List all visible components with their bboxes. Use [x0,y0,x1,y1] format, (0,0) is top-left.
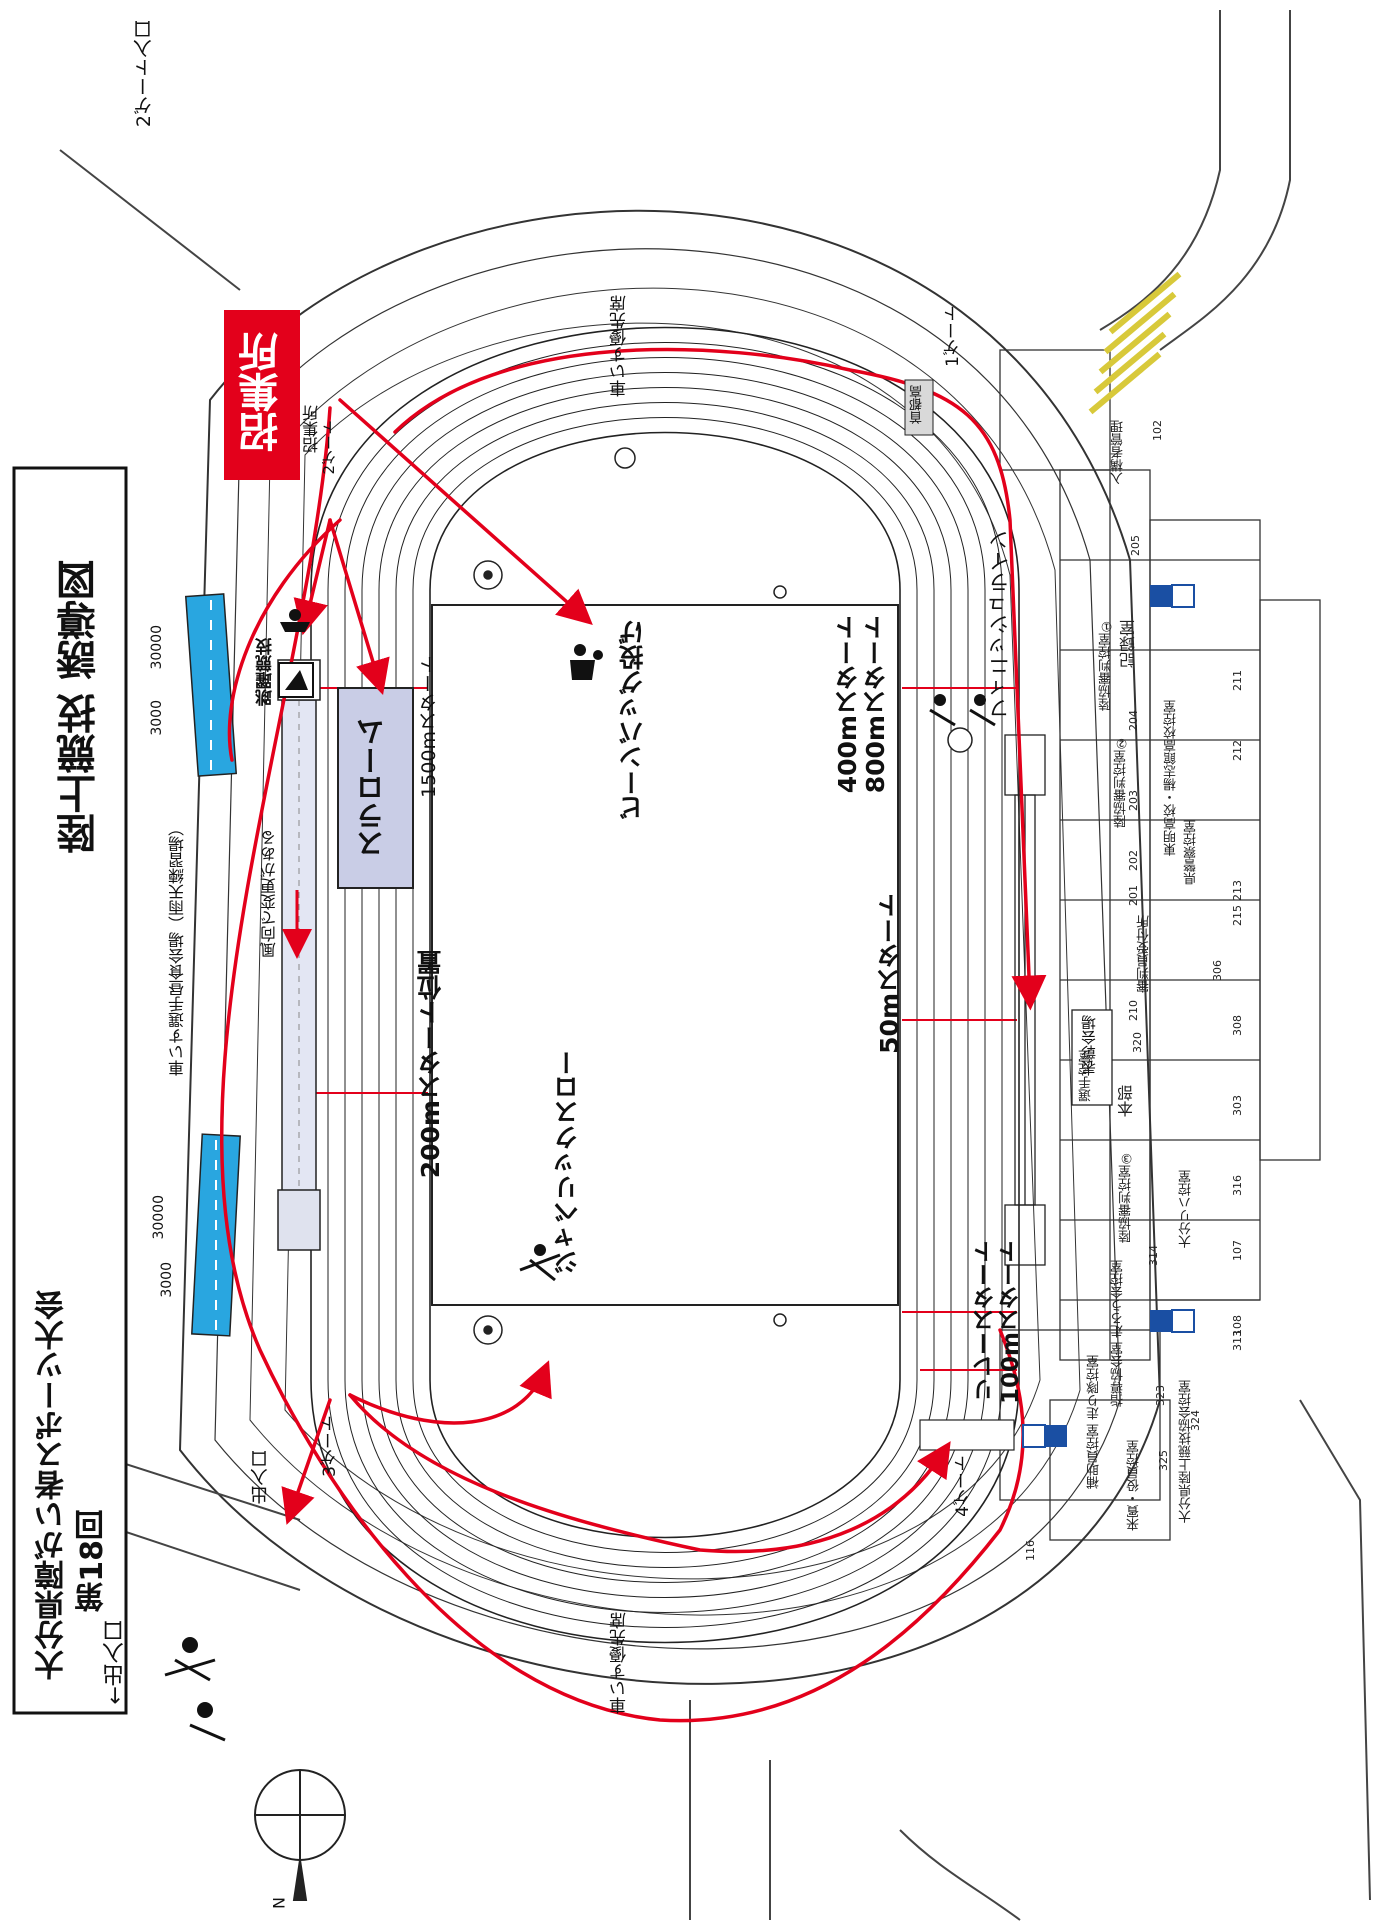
crosswalk [1088,271,1182,415]
entrance-exit-small[interactable]: 出入口 [250,1450,271,1504]
bus-stop-label: 首都高 [910,385,925,424]
room-number: 107 [1231,1240,1244,1261]
wheelchair-venue-label: 車いす選手昼食会場（雨天練習場） [168,820,187,1076]
room-label: 東明高校・楊志館高校控室 [1164,700,1179,856]
slalom-label: スラローム [355,718,388,858]
room-number: 202 [1127,850,1140,871]
room-number: 204 [1127,710,1140,731]
room-label: 入構者管理 [1111,420,1126,485]
start-50-label: 50mスタート [875,893,904,1054]
room-number: 316 [1231,1175,1244,1196]
beanbag-thrower-icon [570,644,603,680]
room-number: 323 [1154,1385,1167,1406]
awards-box [1071,1009,1113,1106]
title-box [12,466,128,1715]
room-number: 211 [1231,670,1244,691]
room-label: 大分リハ控室 [1179,1170,1194,1248]
start-400-label: 400mスタート [833,615,862,794]
infield [431,604,899,1306]
room-label: 大分県陸上競技協会控室 [1179,1380,1194,1523]
room-number: 324 [1189,1410,1202,1431]
room-label: 来賓・役員控室 [1127,1440,1142,1531]
room-number: 213 [1231,880,1244,901]
room-label: 県警察控室 [1184,820,1199,885]
room-number: 325 [1157,1450,1170,1471]
finish-structure [1004,734,1046,1266]
compass-icon [254,1769,346,1901]
east-buildings [999,349,1321,1541]
finish-line-label: フィニッシュライン [988,530,1012,719]
room-label: 審判員受付所 [1137,915,1152,993]
slalom-area [337,687,414,889]
bus-stop-tag [904,379,934,436]
gate1-label[interactable]: 1ゲート [943,305,963,367]
dim-label: 30000 [151,1195,167,1240]
room-number: 212 [1231,740,1244,761]
finish-marker [947,727,973,753]
dim-label: 30000 [149,625,165,670]
jump-runway [277,659,321,1251]
room-number: 306 [1211,960,1224,981]
room-number: 308 [1231,1015,1244,1036]
title-line1: 第18回 [75,1510,110,1612]
gate4-label[interactable]: 4ゲート [953,1455,973,1517]
room-label: 選手控室 [1079,1050,1094,1102]
room-number: 116 [1024,1540,1037,1561]
room-label: 陸協審判控室① [1099,618,1114,711]
throwing-circles [473,447,787,1345]
start-100-label: 100mスタート [998,1240,1024,1404]
running-track [310,326,1020,1644]
dim-label: 3000 [149,700,165,736]
restroom-icon [1022,584,1195,1448]
room-number: 102 [1151,420,1164,441]
entrance-exit-main[interactable]: ←出入口 [103,1620,128,1705]
title-line2: 大分県障がい者スポーツ大会 [35,1290,70,1680]
gate2-label[interactable]: 2ゲート [320,420,338,475]
room-number: 303 [1231,1095,1244,1116]
callout-label: 招集所 [239,332,285,452]
jump-label: 跳躍競技 [256,638,276,706]
javelin-thrower-icon [519,1244,561,1282]
room-label: 記録室 [1119,620,1138,668]
room-number: 215 [1231,905,1244,926]
wheelchair-seats-top: 車いす優先席 [610,295,630,397]
gate3-label[interactable]: 3ゲート [320,1415,340,1477]
room-label: 指導協会室 走ろう会控室 [1111,1260,1126,1408]
callout-box[interactable] [224,310,300,480]
dim-label: 3000 [159,1262,175,1298]
room-label: 補助員控室 走り隊控室 [1087,1355,1102,1490]
room-number: 201 [1127,885,1140,906]
shoshujo-small-label: 招集所 [302,405,321,453]
long-jumper-icon [278,609,314,698]
room-label: 陸協審判控室② [1114,735,1129,828]
relay-start-label: リレースタート [973,1240,999,1401]
start-200-label: 200mスタート位置 [416,950,445,1179]
wheelchair-seats-left: 車いす優先席 [610,1612,630,1714]
room-number: 313 [1231,1330,1244,1351]
javelin-label: ジャベリックスロー [553,1050,582,1275]
room-number: 210 [1127,1000,1140,1021]
gate2-entrance-label: 2ゲート入口 [133,20,155,128]
room-number: 314 [1147,1245,1160,1266]
room-label: 本部 [1117,1085,1136,1117]
guide-routes [219,347,1047,1723]
wind-note-label: 風向で変更がある [260,830,279,958]
room-number: 320 [1131,1032,1144,1053]
room-number: 205 [1129,535,1142,556]
start-1500-label: 1500mスタート [418,655,440,798]
start-800-label: 800mスタート [861,615,890,794]
wheelchair-icon [1045,585,1172,1447]
north-label: N [268,1897,288,1909]
title-main: 陸上競技 誘導図 [57,560,103,854]
beanbag-label: ビーンバッグ投げ [618,620,647,820]
room-number: 203 [1127,790,1140,811]
athlete-running-icon [164,694,996,1742]
lane-100m-box [919,1419,1015,1451]
room-label: 陸協審判控室③ [1119,1150,1134,1243]
